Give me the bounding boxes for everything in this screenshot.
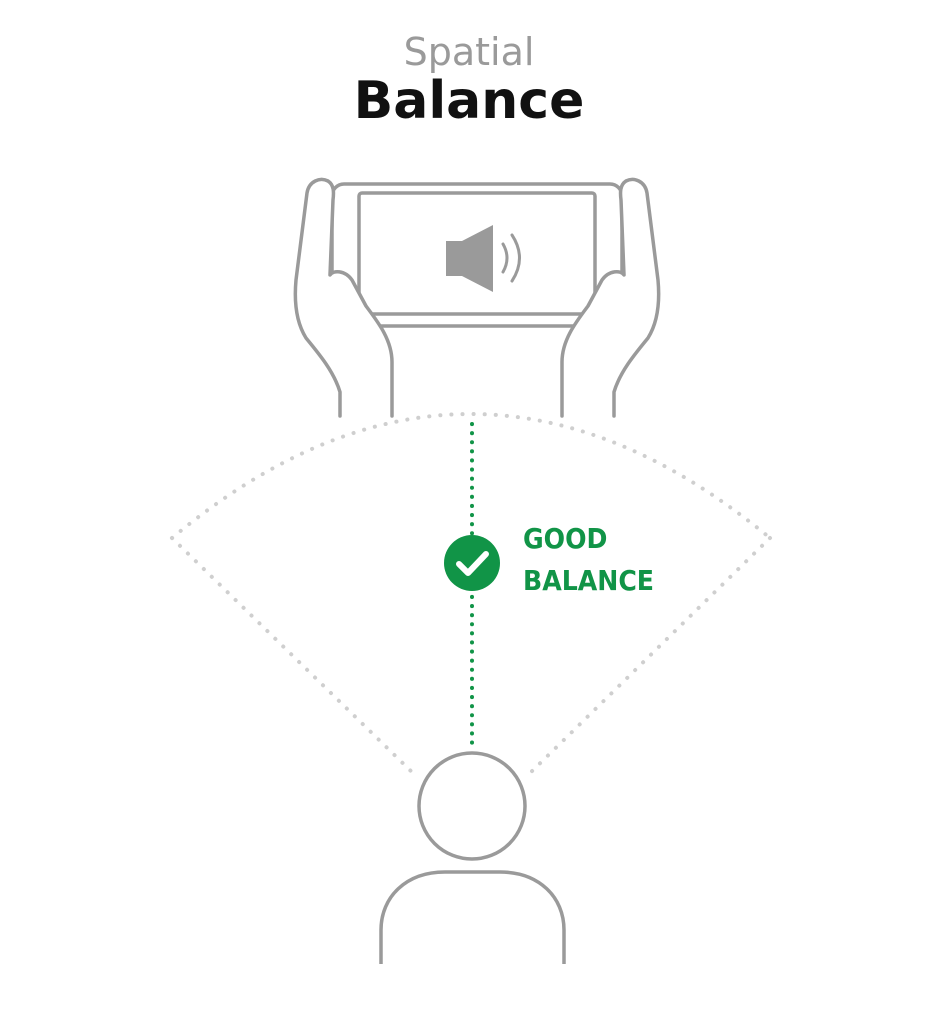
speaker-icon xyxy=(446,225,521,292)
phone-screen xyxy=(357,191,597,316)
listener-head xyxy=(417,751,527,861)
good-balance-label: GOOD BALANCE xyxy=(523,518,654,602)
field-edge-left xyxy=(170,536,420,780)
field-edge-right xyxy=(523,536,772,780)
status-line-1: GOOD xyxy=(523,522,608,555)
phone-in-hands xyxy=(293,177,661,418)
title-block: Spatial Balance xyxy=(0,30,938,130)
status-line-2: BALANCE xyxy=(523,564,655,597)
listener-shoulders xyxy=(379,870,566,964)
left-hand xyxy=(293,177,394,418)
listening-field xyxy=(170,412,772,780)
diagram-subtitle: Spatial xyxy=(403,30,535,74)
right-hand xyxy=(560,177,661,418)
listener xyxy=(379,751,566,964)
diagram-title: Balance xyxy=(353,71,585,131)
check-badge xyxy=(444,535,500,591)
field-arc xyxy=(170,412,772,540)
check-icon xyxy=(456,551,489,576)
